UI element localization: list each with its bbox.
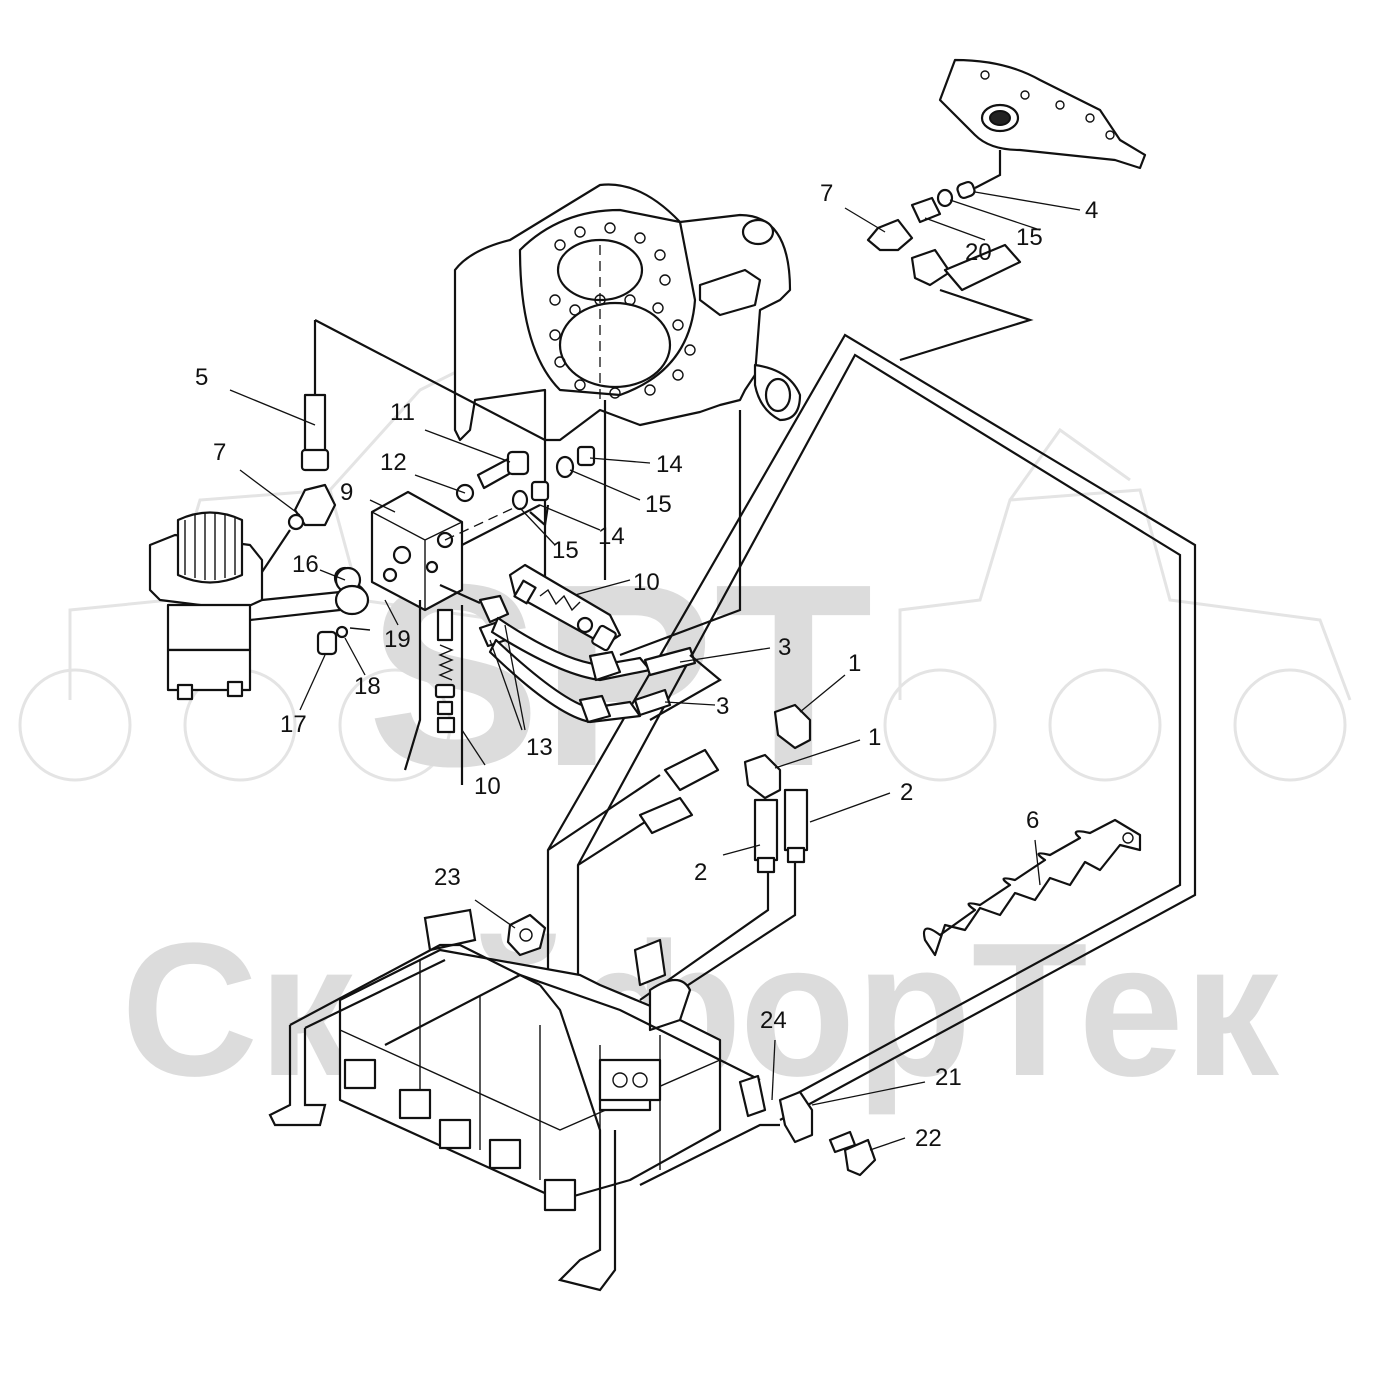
callout-1b: 1	[868, 724, 881, 751]
callout-20: 20	[965, 239, 992, 266]
callout-18: 18	[354, 673, 381, 700]
frame-bolt-holes	[549, 222, 696, 399]
callout-16: 16	[292, 551, 319, 578]
leader-lines	[229, 191, 1081, 1151]
callout-14b: 14	[598, 523, 625, 550]
callout-15c: 15	[552, 537, 579, 564]
callout-21: 21	[935, 1064, 962, 1091]
hose-fittings-lower	[547, 748, 720, 866]
callout-10a: 10	[633, 569, 660, 596]
bolt-22	[828, 1130, 877, 1177]
callout-10b: 10	[474, 773, 501, 800]
callout-3a: 3	[778, 634, 791, 661]
top-mounting-bracket	[938, 58, 1147, 170]
callout-15b: 15	[645, 491, 672, 518]
left-fitting-assembly	[287, 393, 337, 531]
callout-7a: 7	[820, 180, 833, 207]
valve-mount-frame	[268, 908, 780, 1292]
top-fitting-assembly	[866, 150, 1022, 292]
callout-6: 6	[1026, 807, 1039, 834]
hydraulic-pipes	[313, 288, 1197, 1121]
adapters-2	[639, 788, 809, 1011]
callout-1a: 1	[848, 650, 861, 677]
callout-12: 12	[380, 449, 407, 476]
callout-3b: 3	[716, 693, 729, 720]
callout-17: 17	[280, 711, 307, 738]
callout-labels: 1 1 2 2 3 3 4 5 6 7 7 9 10 10 11 12 13 1…	[195, 180, 1098, 1152]
clip-24	[738, 1074, 767, 1118]
hydraulic-motor	[148, 511, 341, 701]
callout-11: 11	[390, 399, 415, 426]
callout-13: 13	[526, 734, 553, 761]
relief-valve-cartridge-lower	[403, 600, 464, 785]
callout-22: 22	[915, 1125, 942, 1152]
watermark-tractor-right	[883, 427, 1352, 782]
callout-9: 9	[340, 479, 353, 506]
callout-2a: 2	[900, 779, 913, 806]
elbow-fittings-1	[743, 703, 812, 800]
hoses-3	[488, 616, 722, 724]
pipe-clamp-21	[778, 1090, 814, 1144]
plug-and-orings	[316, 566, 371, 656]
callout-7b: 7	[213, 439, 226, 466]
callout-15a: 15	[1016, 224, 1043, 251]
nut-23	[506, 913, 547, 957]
callout-5: 5	[195, 364, 208, 391]
callout-23: 23	[434, 864, 461, 891]
swing-frame	[453, 183, 802, 657]
bolt-and-washers	[455, 445, 596, 528]
callout-4: 4	[1085, 197, 1098, 224]
callout-19: 19	[384, 626, 411, 653]
callout-14a: 14	[656, 451, 683, 478]
callout-2b: 2	[694, 859, 707, 886]
callout-24: 24	[760, 1007, 787, 1034]
hose-clamp-strip	[922, 818, 1142, 957]
relief-valve-cartridge-right	[508, 563, 622, 652]
